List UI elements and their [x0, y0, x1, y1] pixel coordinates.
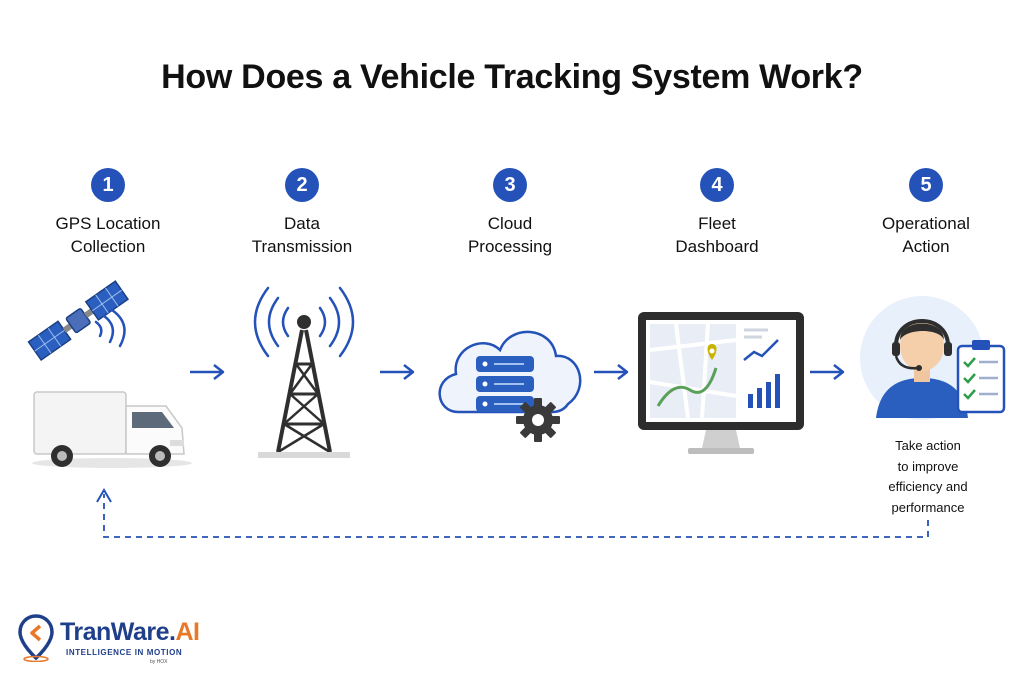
step-number-badge: 5 [909, 168, 943, 202]
step-label: GPS Location Collection [55, 214, 161, 256]
satellite-truck-icon [27, 280, 192, 468]
step-label: Operational Action [882, 214, 970, 256]
step-5: 5 Operational Action [846, 168, 1006, 258]
step-number-badge: 2 [285, 168, 319, 202]
monitor-dashboard-icon [638, 312, 804, 454]
step-2: 2 Data Transmission [222, 168, 382, 258]
step-label: Fleet Dashboard [675, 214, 759, 256]
action-description: Take action to improve efficiency and pe… [888, 438, 968, 515]
step-number-badge: 1 [91, 168, 125, 202]
arrow-right-icon [380, 364, 415, 380]
arrow-right-icon [594, 364, 629, 380]
arrow-right-icon [810, 364, 845, 380]
operator-checklist-icon [860, 296, 1006, 420]
step-number-badge: 4 [700, 168, 734, 202]
brand-name-part2: AI [175, 618, 200, 646]
cloud-server-icon [438, 330, 582, 442]
brand-tagline: INTELLIGENCE IN MOTION [66, 648, 183, 657]
step-label: Data Transmission [251, 214, 353, 256]
arrow-right-icon [190, 364, 225, 380]
location-pin-logo-icon [18, 614, 54, 662]
step-3: 3 Cloud Processing [430, 168, 590, 258]
diagram-title: How Does a Vehicle Tracking System Work? [161, 58, 863, 96]
brand-logo: TranWare.AI INTELLIGENCE IN MOTION by HO… [18, 612, 218, 672]
brand-name: TranWare.AI [60, 618, 200, 647]
brand-name-part1: TranWare. [60, 618, 176, 646]
step-number-badge: 3 [493, 168, 527, 202]
cell-tower-icon [253, 286, 355, 458]
step-label: Cloud Processing [467, 214, 553, 256]
step-4: 4 Fleet Dashboard [637, 168, 797, 258]
brand-byline: by HOX [150, 659, 168, 665]
step-1: 1 GPS Location Collection [28, 168, 188, 258]
